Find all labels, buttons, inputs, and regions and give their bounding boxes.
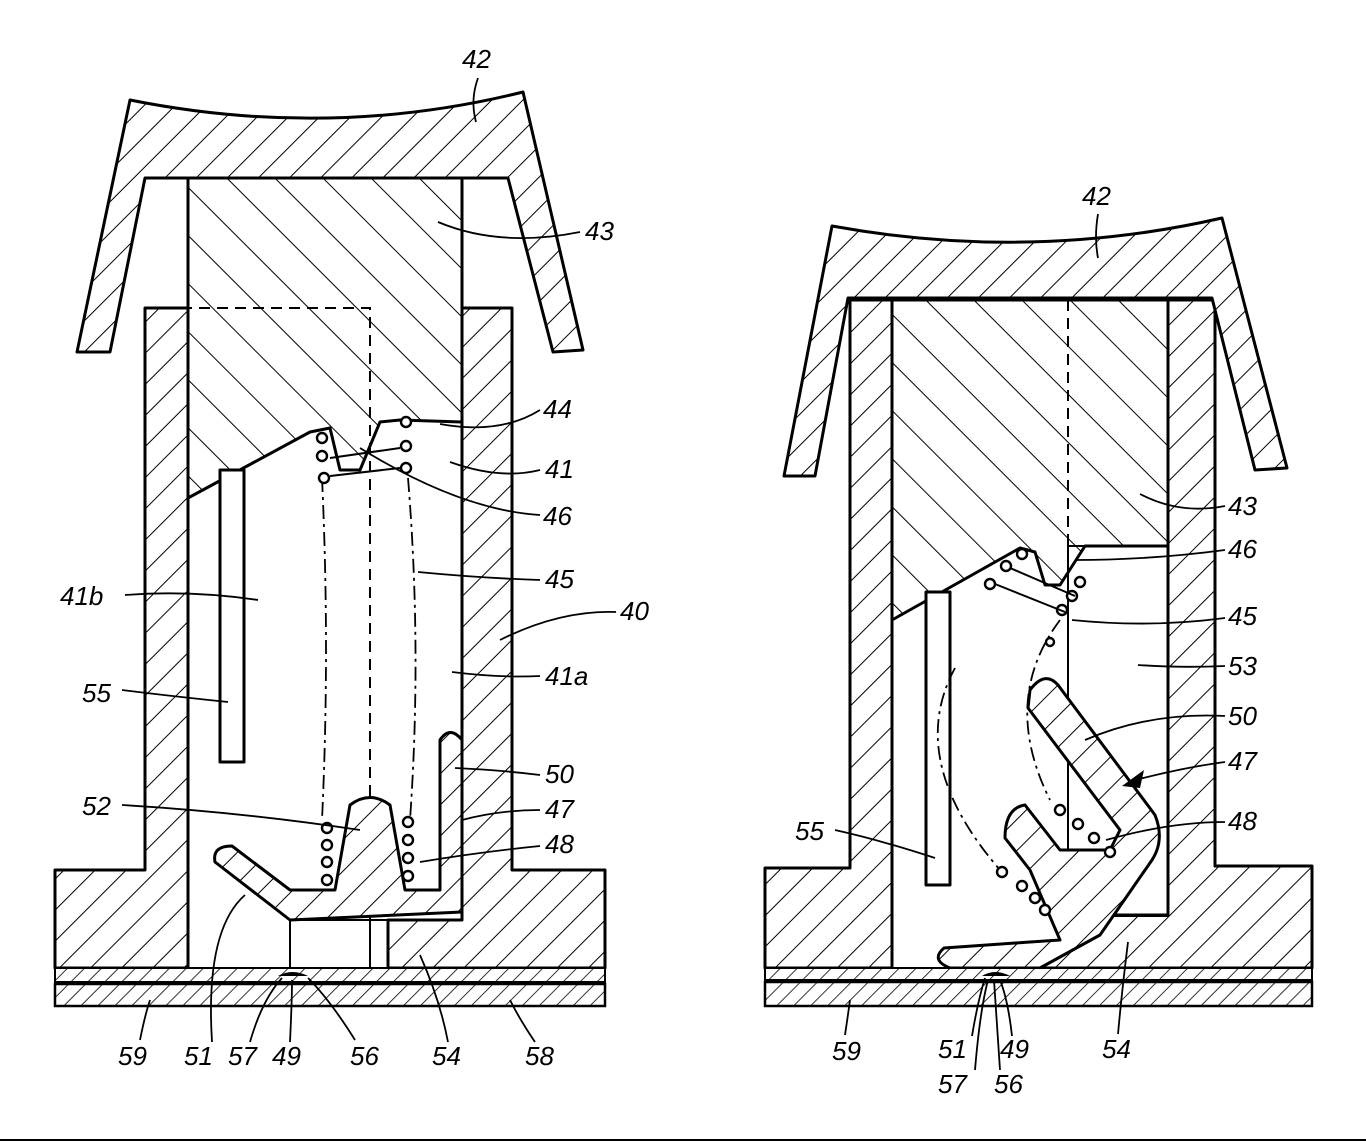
left-label-43: 43	[585, 216, 614, 246]
right-arrow-47	[1122, 770, 1144, 788]
left-label-59: 59	[118, 1041, 147, 1071]
right-board	[763, 980, 1314, 1008]
left-label-52: 52	[82, 791, 111, 821]
left-view	[53, 90, 607, 1008]
left-label-48: 48	[545, 829, 574, 859]
right-spring-coils-top	[983, 547, 1087, 648]
right-spring-coils-bottom	[995, 803, 1117, 917]
left-guide	[218, 468, 246, 764]
right-label-45: 45	[1228, 601, 1257, 631]
right-label-57: 57	[938, 1069, 968, 1099]
left-label-51: 51	[184, 1041, 213, 1071]
right-label-46: 46	[1228, 534, 1257, 564]
left-label-41: 41	[545, 454, 574, 484]
right-label-55: 55	[795, 816, 824, 846]
left-board	[53, 982, 607, 1008]
right-label-59: 59	[832, 1036, 861, 1066]
right-label-54: 54	[1102, 1034, 1131, 1064]
left-label-50: 50	[545, 759, 574, 789]
left-label-47: 47	[545, 794, 575, 824]
right-labels: 42 43 46 45 53 50 47 48 55 59 51 49 54 5…	[795, 181, 1258, 1099]
left-label-46: 46	[543, 501, 572, 531]
right-label-53: 53	[1228, 651, 1257, 681]
right-view	[763, 216, 1314, 1008]
right-label-48: 48	[1228, 806, 1257, 836]
left-spring-coils-bottom	[320, 815, 415, 887]
left-labels: 42 43 44 41 46 41b 45 40 41a 55 50 52 47…	[60, 44, 649, 1071]
right-label-56: 56	[994, 1069, 1023, 1099]
left-label-41a: 41a	[545, 661, 588, 691]
left-label-40: 40	[620, 596, 649, 626]
left-base-plate	[53, 306, 190, 970]
left-dashed-outline	[145, 307, 371, 920]
left-label-49: 49	[272, 1041, 301, 1071]
left-label-55: 55	[82, 678, 111, 708]
right-label-42: 42	[1082, 181, 1111, 211]
left-contact-point	[278, 972, 308, 976]
left-label-42: 42	[462, 44, 491, 74]
left-plunger	[186, 176, 464, 500]
right-board-film	[764, 967, 1313, 981]
left-spring-side-a	[321, 477, 327, 821]
right-plunger	[890, 298, 1170, 622]
left-cap	[75, 90, 585, 354]
left-label-45: 45	[545, 564, 574, 594]
left-label-56: 56	[350, 1041, 379, 1071]
left-label-57: 57	[228, 1041, 258, 1071]
right-contact-point	[982, 972, 1010, 976]
left-label-44: 44	[543, 394, 572, 424]
right-label-50: 50	[1228, 701, 1257, 731]
right-label-49: 49	[1000, 1034, 1029, 1064]
left-contact	[213, 731, 464, 922]
right-label-51: 51	[938, 1034, 967, 1064]
left-board-film	[54, 967, 606, 983]
left-label-41b: 41b	[60, 581, 103, 611]
left-spring-side-b	[407, 477, 417, 821]
right-spring-arc-b	[1026, 619, 1061, 801]
right-label-47: 47	[1228, 746, 1258, 776]
right-contact	[936, 677, 1161, 970]
left-spring-coils-top	[315, 415, 413, 485]
left-shaft	[289, 919, 389, 969]
right-label-43: 43	[1228, 491, 1257, 521]
left-label-58: 58	[525, 1041, 554, 1071]
left-label-54: 54	[432, 1041, 461, 1071]
